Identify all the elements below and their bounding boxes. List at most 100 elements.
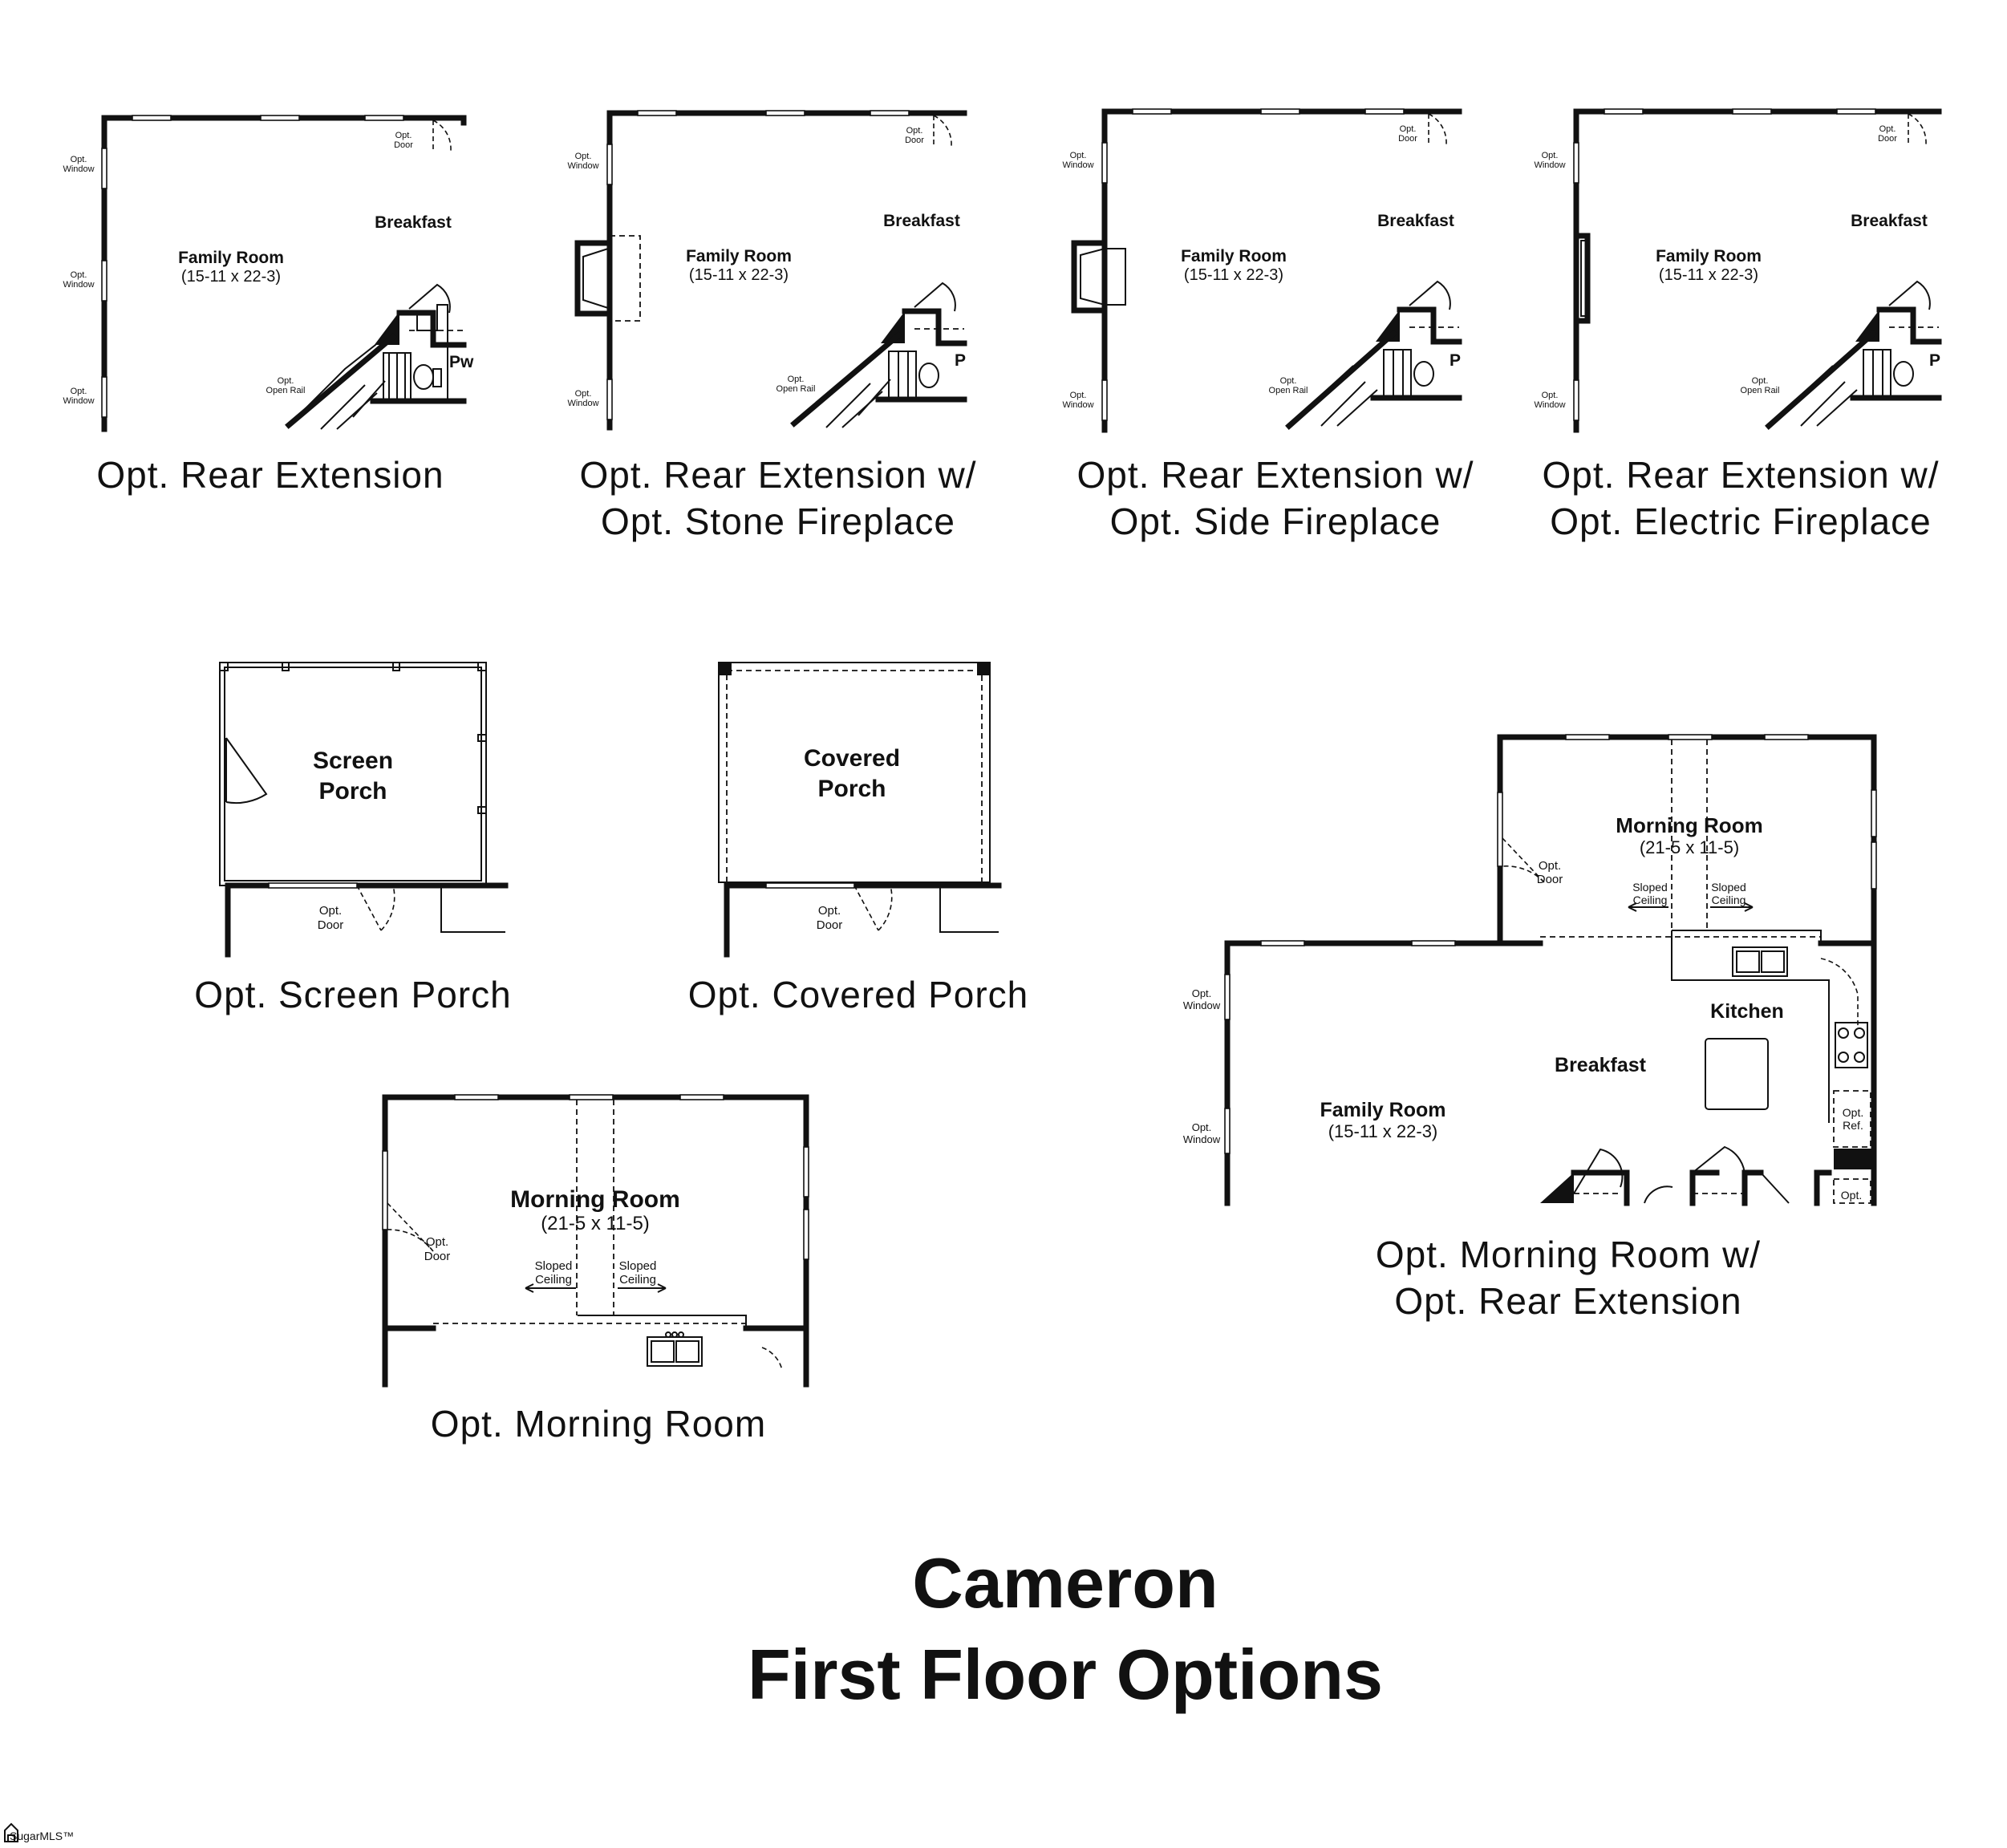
sloped-ceiling-label: Ceiling	[1633, 894, 1668, 906]
morning-room-label: Morning Room	[510, 1186, 680, 1213]
plan-subtitle: First Floor Options	[748, 1635, 1383, 1714]
family-room-dimensions: (15-11 x 22-3)	[181, 268, 281, 286]
opt-door-label: Door	[1878, 134, 1897, 144]
screen-porch-outline	[219, 662, 487, 886]
panel-electric-fireplace: Family Room (15-11 x 22-3) Breakfast Opt…	[1534, 108, 1942, 542]
opt-door-label: Opt.	[319, 904, 342, 918]
opt-window-label: Opt.	[1070, 151, 1087, 160]
opt-door-label: Door	[1537, 873, 1563, 886]
open-rail-label: Opt.	[788, 375, 805, 384]
side-fireplace	[1071, 240, 1126, 314]
electric-fireplace	[1573, 233, 1591, 324]
open-rail-label: Opt.	[1752, 376, 1769, 386]
screen-porch-label: Porch	[318, 778, 387, 804]
window	[637, 110, 677, 116]
stair-block	[1765, 280, 1942, 430]
sloped-ceiling-label: Sloped	[619, 1259, 657, 1273]
opt-window	[606, 379, 613, 420]
window	[132, 115, 172, 121]
open-rail-label: Open Rail	[1741, 386, 1780, 395]
window	[803, 1209, 809, 1260]
window	[364, 115, 404, 121]
kitchen-counters	[1671, 930, 1874, 1204]
breakfast-label: Breakfast	[375, 213, 452, 232]
stair-block	[1540, 1145, 1832, 1206]
opt-window-label: Opt.	[1192, 987, 1212, 999]
opt-door-label: Door	[318, 918, 344, 932]
exterior-wall	[1573, 108, 1942, 433]
caption: Opt. Rear Extension	[96, 454, 444, 496]
opt-door-label: Opt.	[395, 131, 412, 140]
sliding-door	[268, 882, 358, 889]
opt-door-label: Opt.	[1539, 859, 1561, 873]
panel-stone-fireplace: Family Room (15-11 x 22-3) Breakfast Opt…	[567, 110, 975, 542]
house-wall	[724, 882, 769, 958]
opt-window-label: Window	[567, 399, 598, 408]
breakfast-label: Breakfast	[1377, 212, 1454, 230]
opt-window-label: Opt.	[1070, 391, 1087, 400]
opt-window-label: Opt.	[71, 155, 87, 164]
window	[1132, 108, 1172, 115]
caption: Opt. Rear Extension w/	[1077, 454, 1474, 496]
window	[1604, 108, 1644, 115]
opt-window	[1224, 1108, 1231, 1154]
opt-door	[1497, 792, 1503, 867]
window	[870, 110, 910, 116]
window	[679, 1094, 724, 1100]
open-rail-label: Open Rail	[266, 386, 306, 395]
opt-door-label: Opt.	[818, 904, 841, 918]
caption: Opt. Rear Extension	[1394, 1280, 1741, 1322]
opt-window-label: Window	[1062, 400, 1093, 410]
morning-room-label: Morning Room	[1616, 813, 1762, 837]
opt-window-label: Window	[63, 164, 94, 174]
window	[765, 110, 805, 116]
window	[803, 1146, 809, 1198]
door-swing	[1908, 113, 1927, 146]
opt-door	[382, 1150, 388, 1230]
opt-window-label: Window	[567, 161, 598, 171]
open-rail-label: Opt.	[278, 376, 294, 386]
panel-covered-porch: Covered Porch Opt. Door Opt. Covered Por…	[688, 662, 1028, 1015]
house-wall	[225, 882, 272, 958]
powder-room-label: P	[1929, 351, 1940, 370]
opt-window-label: Opt.	[1542, 391, 1559, 400]
stair-block	[790, 282, 967, 428]
family-room-label: Family Room	[686, 247, 792, 265]
plan-title: Cameron	[912, 1543, 1218, 1623]
covered-porch-label: Porch	[817, 776, 886, 802]
opt-window-label: Window	[1183, 1133, 1221, 1145]
opt-window-label: Opt.	[71, 270, 87, 280]
caption: Opt. Stone Fireplace	[601, 500, 955, 542]
panel-side-fireplace: Family Room (15-11 x 22-3) Breakfast Opt…	[1062, 108, 1474, 542]
window	[1260, 108, 1300, 115]
opt-window-label: Opt.	[575, 152, 592, 161]
open-rail-label: Opt.	[1280, 376, 1297, 386]
sloped-ceiling-label: Ceiling	[535, 1273, 572, 1287]
caption: Opt. Screen Porch	[194, 974, 511, 1015]
opt-window-label: Window	[1183, 999, 1221, 1011]
door-swing	[1428, 113, 1447, 146]
exterior-wall	[101, 115, 467, 432]
caption: Opt. Electric Fireplace	[1550, 500, 1931, 542]
window	[260, 115, 300, 121]
window	[1364, 108, 1405, 115]
family-room-label: Family Room	[178, 249, 284, 267]
opt-door-label: Opt.	[906, 126, 923, 136]
door-swing	[1502, 837, 1545, 883]
family-room-label: Family Room	[1320, 1099, 1446, 1121]
sink	[647, 1331, 703, 1367]
powder-room-label: P	[955, 351, 966, 370]
covered-porch-outline	[718, 662, 991, 883]
opt-door-label: Door	[1398, 134, 1417, 144]
opt-window	[1224, 974, 1231, 1020]
breakfast-label: Breakfast	[1555, 1054, 1647, 1076]
family-room-label: Family Room	[1181, 247, 1287, 265]
window	[1764, 734, 1809, 740]
window	[1836, 108, 1876, 115]
opt-label: Opt.	[1841, 1189, 1862, 1202]
breakfast-label: Breakfast	[883, 212, 960, 230]
caption: Opt. Morning Room w/	[1376, 1234, 1761, 1275]
opt-door-label: Opt.	[1400, 124, 1417, 134]
sloped-ceiling-label: Ceiling	[619, 1273, 656, 1287]
